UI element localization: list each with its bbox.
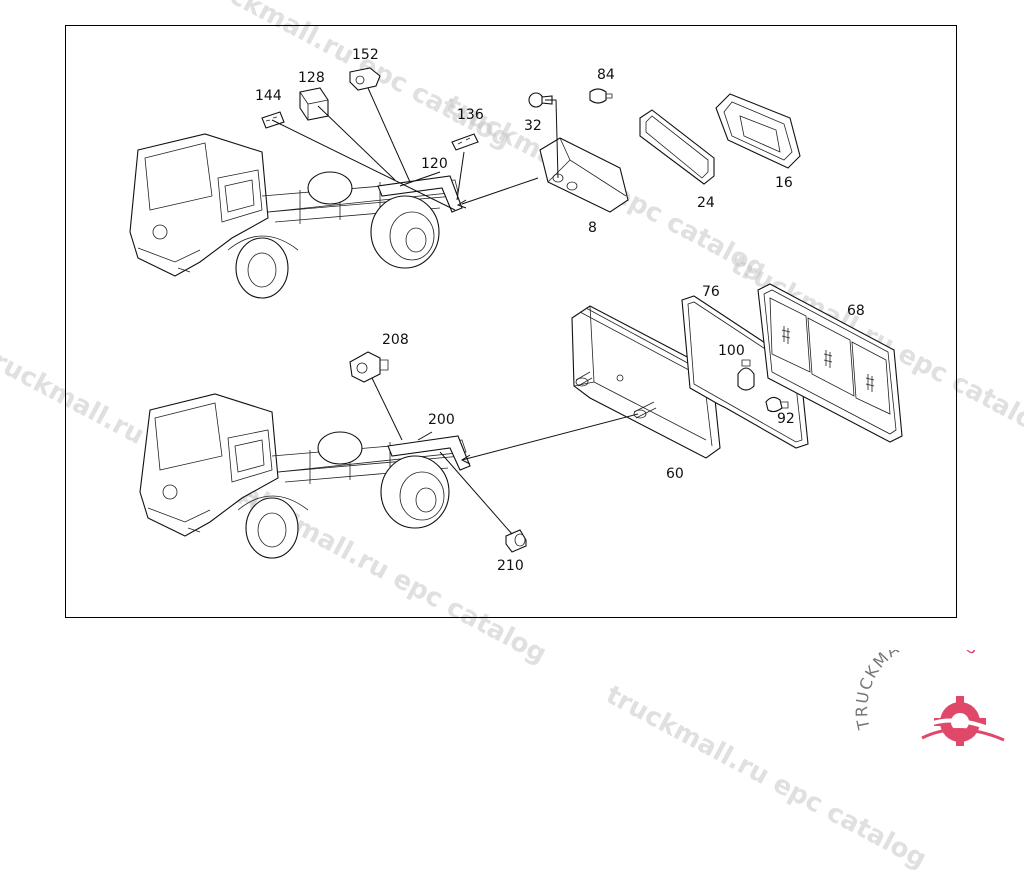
label-32: 32	[524, 118, 542, 134]
part-100-bulb	[737, 359, 755, 391]
parts-diagram: 144 128 152 136 120 32 84 8 24 16 76 68 …	[129, 47, 903, 574]
label-8: 8	[588, 220, 597, 236]
label-92: 92	[777, 411, 795, 427]
part-128-relay	[299, 87, 329, 121]
logo-text-main: TRUCKMALL	[852, 650, 922, 732]
part-16-lens	[715, 93, 801, 169]
part-152-bulb-socket	[349, 67, 381, 91]
label-210: 210	[497, 558, 524, 574]
part-60-lamp-housing	[571, 305, 721, 459]
label-76: 76	[702, 284, 720, 300]
part-24-gasket	[639, 109, 715, 185]
label-16: 16	[775, 175, 793, 191]
lower-truck-drawing	[139, 393, 471, 559]
part-32-screw	[528, 92, 553, 108]
part-84-bulb	[589, 88, 613, 104]
diagram-frame	[65, 25, 957, 618]
part-136-connector	[451, 133, 479, 151]
logo-text-accent: PARTS	[919, 650, 983, 659]
label-200: 200	[428, 412, 455, 428]
truckmall-parts-logo: TRUCKMALLPARTS	[848, 627, 1023, 750]
label-152: 152	[352, 47, 379, 63]
label-68: 68	[847, 303, 865, 319]
part-8-lamp-housing	[539, 137, 629, 213]
label-60: 60	[666, 466, 684, 482]
part-210-grommet	[505, 529, 527, 553]
upper-truck-drawing	[129, 133, 463, 299]
gear-icon	[916, 696, 1005, 746]
label-144: 144	[255, 88, 282, 104]
label-120: 120	[421, 156, 448, 172]
label-100: 100	[718, 343, 745, 359]
leader-lines	[271, 87, 639, 535]
label-208: 208	[382, 332, 409, 348]
callout-labels: 144 128 152 136 120 32 84 8 24 16 76 68 …	[255, 47, 865, 574]
label-24: 24	[697, 195, 715, 211]
part-92-bulb	[765, 396, 789, 413]
label-136: 136	[457, 107, 484, 123]
label-128: 128	[298, 70, 325, 86]
part-208-bulb-socket	[349, 351, 389, 383]
label-84: 84	[597, 67, 615, 83]
logo-mark: TRUCKMALLPARTS	[852, 627, 1005, 746]
part-68-lens	[757, 283, 903, 443]
